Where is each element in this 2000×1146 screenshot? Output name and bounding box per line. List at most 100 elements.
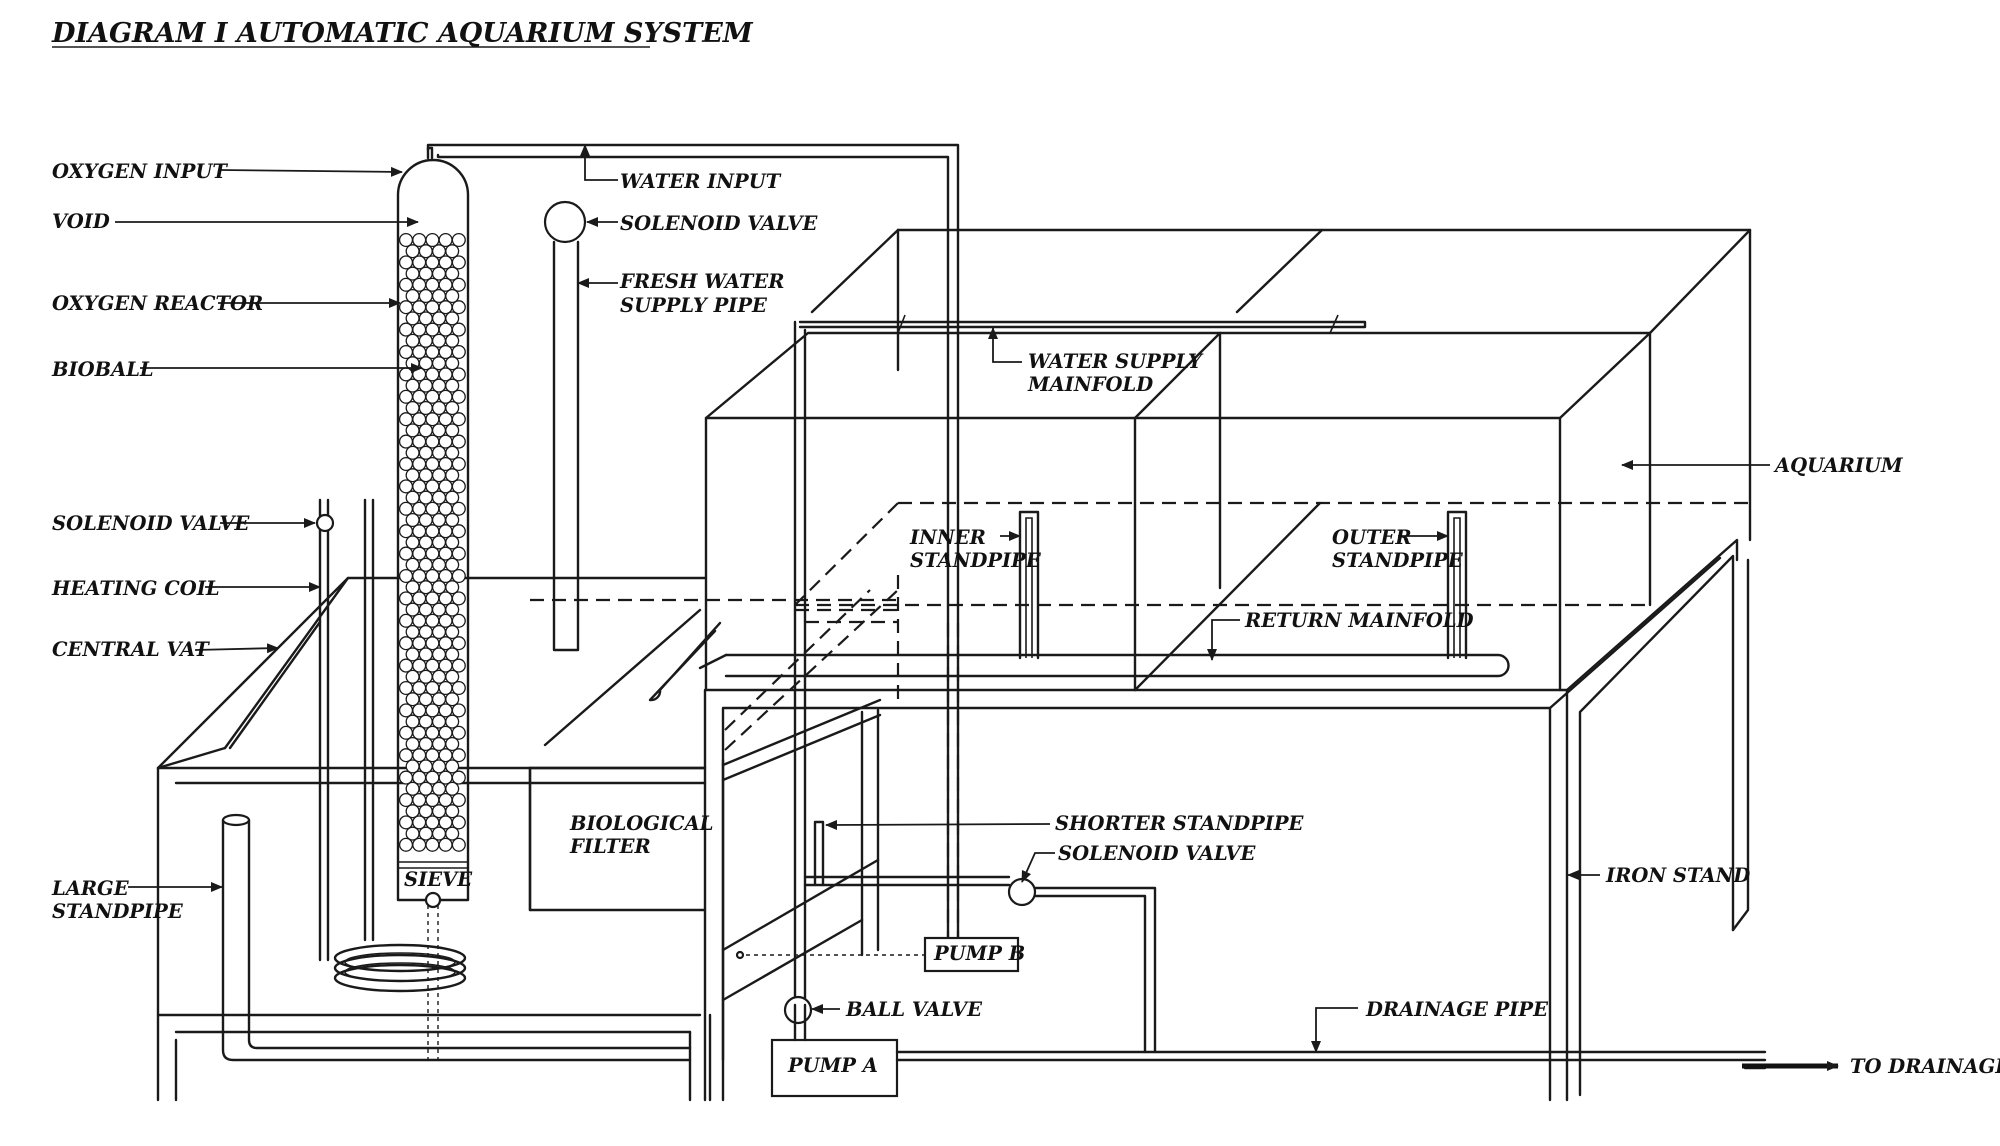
- bioball-sphere: [412, 837, 427, 852]
- label-shorter-standpipe: SHORTER STANDPIPE: [1055, 812, 1305, 835]
- label-pump-a: PUMP A: [787, 1054, 878, 1077]
- biological-filter: [528, 575, 900, 912]
- bioball-sphere: [445, 647, 460, 662]
- pump-b-box: [923, 936, 1020, 973]
- bioball-sphere: [451, 456, 466, 472]
- label-solenoid-valve-left: SOLENOID VALVE: [52, 512, 251, 535]
- bioball-sphere: [451, 636, 466, 651]
- bioball-sphere: [398, 837, 414, 852]
- bioball-sphere: [451, 232, 466, 248]
- label-water-supply-manifold-2: MAINFOLD: [1027, 373, 1153, 396]
- bioball-sphere: [451, 568, 466, 584]
- label-biological-filter-1: BIOLOGICAL: [569, 812, 713, 835]
- bioball-sphere: [445, 624, 460, 640]
- bioball-sphere: [445, 804, 460, 819]
- label-ball-valve: BALL VALVE: [845, 998, 983, 1021]
- label-iron-stand: IRON STAND: [1605, 864, 1750, 887]
- label-aquarium: AQUARIUM: [1773, 454, 1904, 477]
- bioball-sphere: [451, 479, 466, 494]
- label-outer-standpipe-1: OUTER: [1332, 526, 1412, 549]
- label-heating-coil: HEATING COIL: [51, 577, 220, 600]
- bioball-sphere: [445, 759, 460, 774]
- bioball-cluster: [398, 232, 466, 852]
- bioball-sphere: [451, 412, 466, 427]
- bioball-sphere: [445, 602, 460, 617]
- bioball-sphere: [425, 837, 440, 852]
- bioball-sphere: [445, 445, 460, 460]
- bioball-sphere: [451, 524, 466, 539]
- label-inner-standpipe-2: STANDPIPE: [910, 549, 1042, 572]
- label-to-drainage: TO DRAINAGE: [1850, 1055, 2000, 1078]
- water-input-pipe: [426, 143, 960, 947]
- label-water-supply-manifold-1: WATER SUPPLY: [1028, 350, 1204, 373]
- fresh-water-supply-pipe: [543, 200, 587, 652]
- bioball-sphere: [445, 490, 460, 505]
- bioball-sphere: [445, 557, 460, 572]
- label-large-standpipe-2: STANDPIPE: [52, 900, 184, 923]
- bioball-sphere: [451, 748, 466, 763]
- bioball-sphere: [445, 692, 460, 707]
- bioball-sphere: [451, 255, 466, 270]
- bioball-sphere: [445, 378, 460, 393]
- label-large-standpipe-1: LARGE: [51, 877, 130, 900]
- bioball-sphere: [451, 792, 466, 808]
- bioball-sphere: [445, 288, 460, 304]
- diagram-title: DIAGRAM I AUTOMATIC AQUARIUM SYSTEM: [51, 18, 754, 49]
- bioball-sphere: [451, 815, 466, 830]
- bioball-sphere: [445, 333, 460, 348]
- label-pump-b: PUMP B: [933, 942, 1025, 965]
- bioball-sphere: [438, 837, 453, 852]
- bioball-sphere: [451, 277, 466, 292]
- bioball-sphere: [451, 501, 466, 516]
- labels: OXYGEN INPUT VOID OXYGEN REACTOR BIOBALL…: [51, 160, 2000, 1078]
- bioball-sphere: [451, 322, 466, 337]
- bioball-sphere: [445, 512, 460, 528]
- heating-coil: [315, 498, 467, 993]
- bioball-sphere: [451, 367, 466, 382]
- label-central-vat: CENTRAL VAT: [52, 638, 210, 661]
- bioball-sphere: [445, 781, 460, 796]
- label-solenoid-valve-right: SOLENOID VALVE: [1058, 842, 1257, 865]
- label-inner-standpipe-1: INNER: [909, 526, 986, 549]
- bioball-sphere: [445, 400, 460, 416]
- bioball-sphere: [451, 680, 466, 696]
- bioball-sphere: [445, 714, 460, 729]
- label-water-input: WATER INPUT: [620, 170, 782, 193]
- bioball-sphere: [445, 356, 460, 371]
- bioball-sphere: [445, 311, 460, 326]
- large-standpipe: [221, 813, 692, 1062]
- bioball-sphere: [451, 658, 466, 673]
- bioball-sphere: [451, 725, 466, 740]
- label-outer-standpipe-2: STANDPIPE: [1332, 549, 1464, 572]
- bioball-sphere: [451, 344, 466, 360]
- bioball-sphere: [445, 423, 460, 438]
- bioball-sphere: [451, 389, 466, 404]
- bioball-sphere: [445, 535, 460, 550]
- bioball-sphere: [451, 703, 466, 718]
- bioball-sphere: [451, 546, 466, 561]
- manifold-feed-pipe: [793, 320, 898, 1007]
- label-bioball: BIOBALL: [51, 358, 154, 381]
- label-drainage-pipe: DRAINAGE PIPE: [1365, 998, 1549, 1021]
- leader-lines: [115, 144, 1770, 1053]
- bioball-sphere: [445, 669, 460, 684]
- label-oxygen-reactor: OXYGEN REACTOR: [52, 292, 263, 315]
- label-biological-filter-2: FILTER: [569, 835, 651, 858]
- aquarium: [648, 228, 1752, 702]
- bioball-sphere: [451, 770, 466, 785]
- oxygen-reactor: [396, 146, 470, 1060]
- bioball-sphere: [445, 826, 460, 841]
- label-fresh-water-1: FRESH WATER: [619, 270, 785, 293]
- bioball-sphere: [451, 837, 466, 852]
- bioball-sphere: [445, 580, 460, 595]
- label-solenoid-valve-top: SOLENOID VALVE: [620, 212, 819, 235]
- bioball-sphere: [451, 591, 466, 606]
- pump-a-box: [770, 1038, 899, 1098]
- bioball-sphere: [451, 300, 466, 315]
- title-text: DIAGRAM I AUTOMATIC AQUARIUM SYSTEM: [51, 18, 754, 49]
- bioball-sphere: [445, 266, 460, 281]
- label-sieve: SIEVE: [404, 868, 473, 891]
- bioball-sphere: [445, 468, 460, 483]
